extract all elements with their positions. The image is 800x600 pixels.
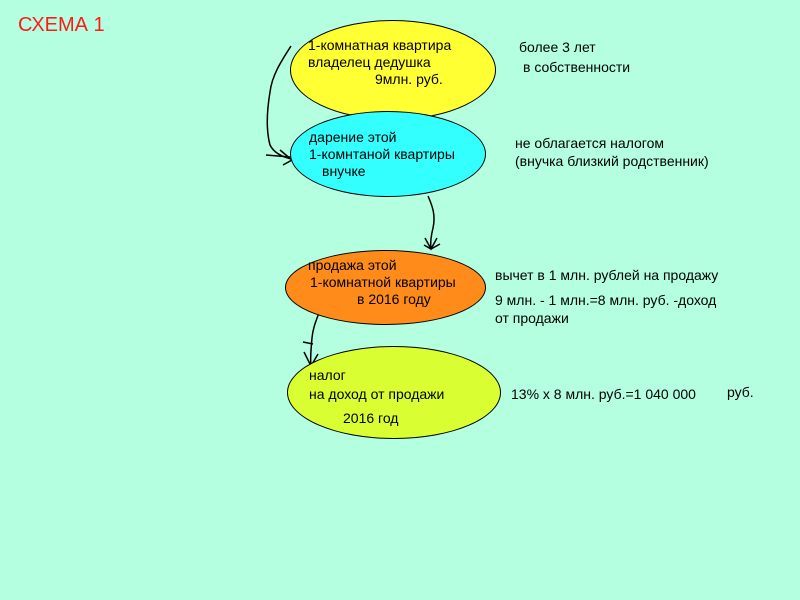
arrow-2-to-3-head xyxy=(423,237,441,251)
node2-line1: дарение этой xyxy=(309,129,397,145)
node4-line3: 2016 год xyxy=(343,410,399,426)
note-income-label: от продажи xyxy=(495,310,569,326)
node1-line3: 9млн. руб. xyxy=(375,71,443,87)
note-not-taxed: не облагается налогом xyxy=(515,135,665,151)
node4-line1: налог xyxy=(309,367,346,383)
node-sale-2016 xyxy=(285,250,486,325)
schema-title: СХЕМА 1 xyxy=(18,14,105,36)
note-close-relative: (внучка близкий родственник) xyxy=(515,153,709,169)
note-income-calc: 9 млн. - 1 млн.=8 млн. руб. -доход xyxy=(495,292,717,308)
note-ownership-label: в собственности xyxy=(523,59,631,75)
note-tax-calc: 13% х 8 млн. руб.=1 040 000 xyxy=(511,386,696,402)
node-apartment-owner xyxy=(290,20,496,120)
node3-line2: 1-комнатной квартиры xyxy=(310,274,456,290)
note-deduction: вычет в 1 млн. рублей на продажу xyxy=(495,267,719,283)
arrow-2-to-3 xyxy=(427,195,435,250)
node2-line2: 1-комнтаной квартиры xyxy=(309,146,455,162)
node-gift-to-granddaughter xyxy=(290,111,486,197)
node1-line1: 1-комнатная квартира xyxy=(308,37,452,53)
arrow-1-to-2-head xyxy=(265,149,294,166)
arrow-1-to-2 xyxy=(266,45,293,160)
note-tax-currency: руб. xyxy=(727,384,754,400)
node3-line1: продажа этой xyxy=(308,257,397,273)
note-ownership-period: более 3 лет xyxy=(519,39,596,55)
node1-line2: владелец дедушка xyxy=(308,54,431,70)
node4-line2: на доход от продажи xyxy=(309,386,445,402)
node-income-tax xyxy=(287,346,501,439)
node2-line3: внучке xyxy=(322,163,366,179)
node3-line3: в 2016 году xyxy=(357,291,431,307)
